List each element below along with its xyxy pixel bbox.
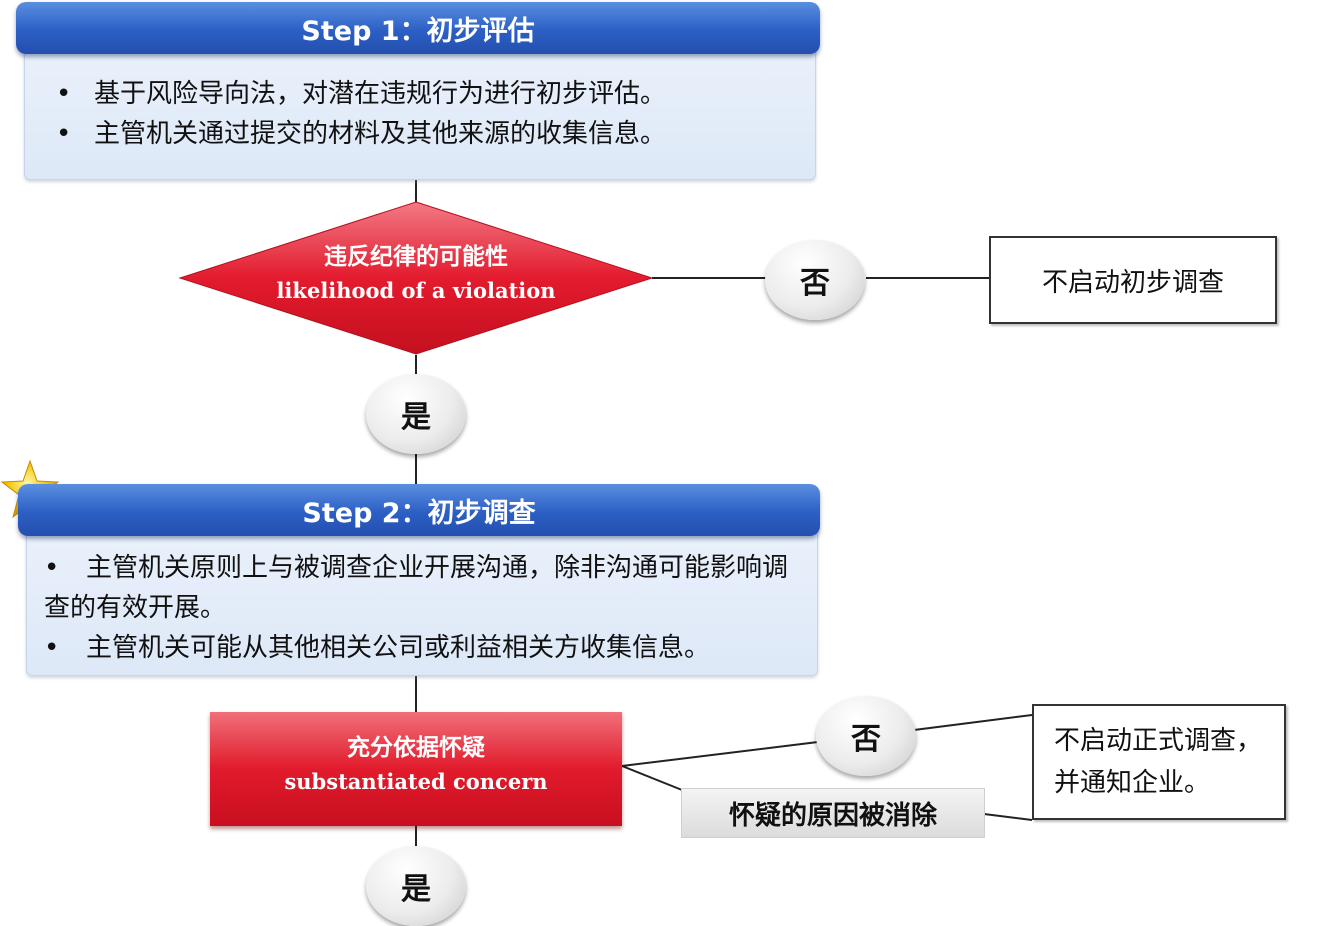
decision2-box: 充分依据怀疑 substantiated concern <box>210 712 622 826</box>
bullet-icon: • <box>44 553 60 583</box>
connector-decision2-grey <box>621 765 683 791</box>
decision1-no-outcome-text: 不启动初步调查 <box>1041 267 1224 298</box>
decision2-label-en: substantiated concern <box>284 769 548 794</box>
decision2-yes-circle: 是 <box>366 846 466 926</box>
decision2-label-cn: 充分依据怀疑 <box>347 735 485 761</box>
decision1-yes-label: 是 <box>401 400 431 435</box>
step1-title: Step 1：初步评估 <box>301 15 535 47</box>
list-item: • 主管机关可能从其他相关公司或利益相关方收集信息。 <box>44 628 804 668</box>
step2-bullet-text: 主管机关可能从其他相关公司或利益相关方收集信息。 <box>86 633 711 663</box>
step1-bullet-list: • 基于风险导向法，对潜在违规行为进行初步评估。 • 主管机关通过提交的材料及其… <box>56 74 806 154</box>
step1-bullet-text: 基于风险导向法，对潜在违规行为进行初步评估。 <box>94 79 667 109</box>
step2-bullet-list: • 主管机关原则上与被调查企业开展沟通，除非沟通可能影响调查的有效开展。 • 主… <box>44 548 804 668</box>
step2-title: Step 2：初步调查 <box>302 497 536 529</box>
decision1-no-circle: 否 <box>765 240 865 320</box>
bullet-icon: • <box>56 119 72 149</box>
decision2-no-outcome-line2: 并通知企业。 <box>1054 768 1211 798</box>
list-item: • 主管机关原则上与被调查企业开展沟通，除非沟通可能影响调查的有效开展。 <box>44 548 804 628</box>
decision2-yes-label: 是 <box>401 872 431 907</box>
list-item: • 主管机关通过提交的材料及其他来源的收集信息。 <box>56 114 806 154</box>
decision1-yes-circle: 是 <box>366 374 466 454</box>
decision2-no-label: 否 <box>851 722 881 757</box>
decision1-no-label: 否 <box>800 266 830 301</box>
bullet-icon: • <box>44 633 60 663</box>
step2-header: Step 2：初步调查 <box>18 484 820 536</box>
step1-bullet-text: 主管机关通过提交的材料及其他来源的收集信息。 <box>94 119 667 149</box>
connector-grey-outcome2 <box>983 813 1033 821</box>
decision1-no-outcome: 不启动初步调查 <box>989 236 1277 324</box>
decision1-label: 违反纪律的可能性 likelihood of a violation <box>236 240 596 308</box>
bullet-icon: • <box>56 79 72 109</box>
decision2-grey-label-text: 怀疑的原因被消除 <box>728 800 937 831</box>
step2-body <box>26 520 818 676</box>
connector-decision2-no <box>621 741 819 767</box>
step2-bullet-text: 主管机关原则上与被调查企业开展沟通，除非沟通可能影响调查的有效开展。 <box>44 553 789 623</box>
decision1-diamond <box>178 201 654 355</box>
connector-no-outcome2 <box>913 714 1033 731</box>
step1-body <box>24 40 816 180</box>
decision2-no-circle: 否 <box>816 696 916 776</box>
decision1-label-cn: 违反纪律的可能性 <box>324 244 508 270</box>
step1-header: Step 1：初步评估 <box>16 2 820 54</box>
decision1-label-en: likelihood of a violation <box>276 278 556 303</box>
decision2-no-outcome-line1: 不启动正式调查， <box>1054 726 1263 756</box>
list-item: • 基于风险导向法，对潜在违规行为进行初步评估。 <box>56 74 806 114</box>
connector-lines <box>415 180 1033 852</box>
decision2-no-outcome: 不启动正式调查， 并通知企业。 <box>1032 704 1286 820</box>
decision2-grey-label: 怀疑的原因被消除 <box>681 788 985 838</box>
